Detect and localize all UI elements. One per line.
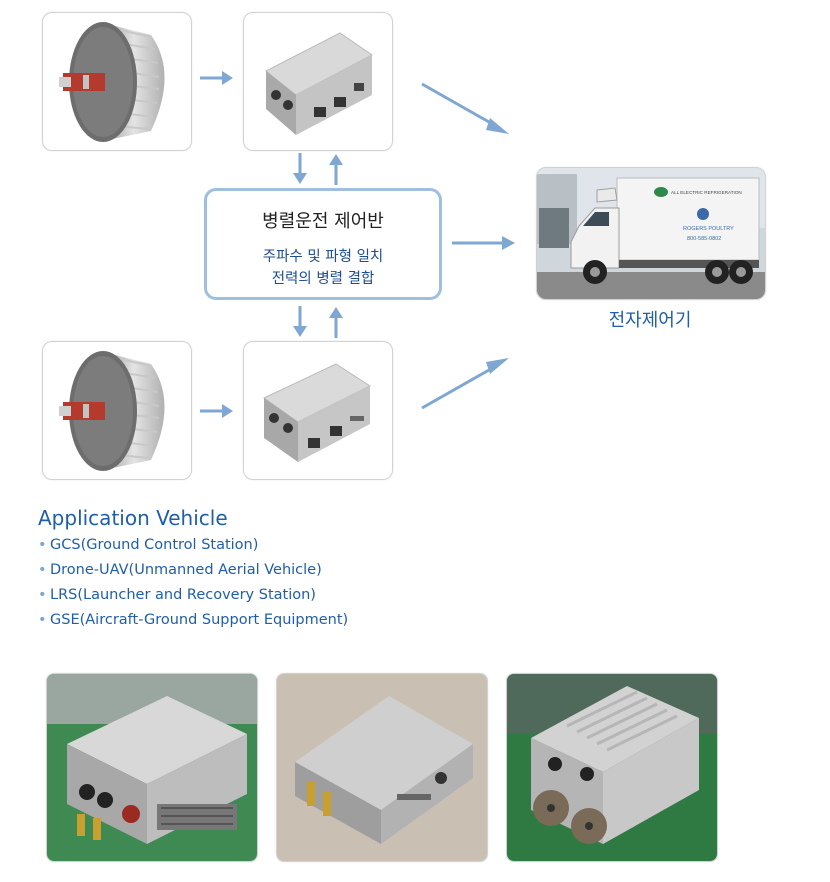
list-item: •GCS(Ground Control Station) <box>38 537 259 553</box>
inverter-box-icon <box>263 363 372 462</box>
generator-photo-bottom <box>42 341 192 480</box>
svg-text:ALL ELECTRIC REFRIGERATION: ALL ELECTRIC REFRIGERATION <box>671 190 742 195</box>
arrow-inverter-bottom-to-truck <box>420 356 510 410</box>
controller-line-1: 주파수 및 파형 일치 <box>262 249 384 265</box>
product-photo-1 <box>46 673 258 862</box>
list-item: •Drone-UAV(Unmanned Aerial Vehicle) <box>38 562 322 578</box>
list-item: •GSE(Aircraft-Ground Support Equipment) <box>38 612 349 628</box>
product-photo-2 <box>276 673 488 862</box>
controller-title: 병렬운전 제어반 <box>262 211 384 232</box>
inverter-photo-bottom <box>243 341 393 480</box>
arrow-generator-to-inverter-bottom <box>200 401 234 421</box>
truck-photo: ALL ELECTRIC REFRIGERATION ROGERS POULTR… <box>536 167 766 300</box>
refrigerated-truck-icon: ALL ELECTRIC REFRIGERATION ROGERS POULTR… <box>537 168 765 299</box>
application-title: Application Vehicle <box>38 506 228 530</box>
generator-motor-icon <box>59 22 165 142</box>
application-list: •GCS(Ground Control Station) •Drone-UAV(… <box>38 535 348 635</box>
inverter-photo-top <box>243 12 393 151</box>
arrow-inverter-top-to-truck <box>420 82 510 136</box>
list-item: •LRS(Launcher and Recovery Station) <box>38 587 316 603</box>
arrow-controller-down-bottom <box>290 306 310 338</box>
generator-motor-icon <box>59 351 165 471</box>
svg-text:ROGERS POULTRY: ROGERS POULTRY <box>683 226 734 232</box>
inverter-box-icon <box>277 674 487 861</box>
inverter-box-icon <box>265 32 373 135</box>
arrow-inverter-top-down <box>290 153 310 185</box>
arrow-controller-up-top <box>326 153 346 185</box>
product-photo-3 <box>506 673 718 862</box>
controller-line-2: 전력의 병렬 결합 <box>271 271 375 287</box>
generator-photo-top <box>42 12 192 151</box>
arrow-generator-to-inverter-top <box>200 68 234 88</box>
svg-text:800-585-0802: 800-585-0802 <box>687 236 721 242</box>
arrow-controller-to-truck <box>452 233 516 253</box>
truck-caption: 전자제어기 <box>608 310 692 331</box>
inverter-box-icon <box>47 674 257 861</box>
arrow-inverter-bottom-up <box>326 306 346 338</box>
inverter-box-icon <box>507 674 717 861</box>
parallel-control-panel: 병렬운전 제어반 주파수 및 파형 일치 전력의 병렬 결합 <box>204 188 442 300</box>
